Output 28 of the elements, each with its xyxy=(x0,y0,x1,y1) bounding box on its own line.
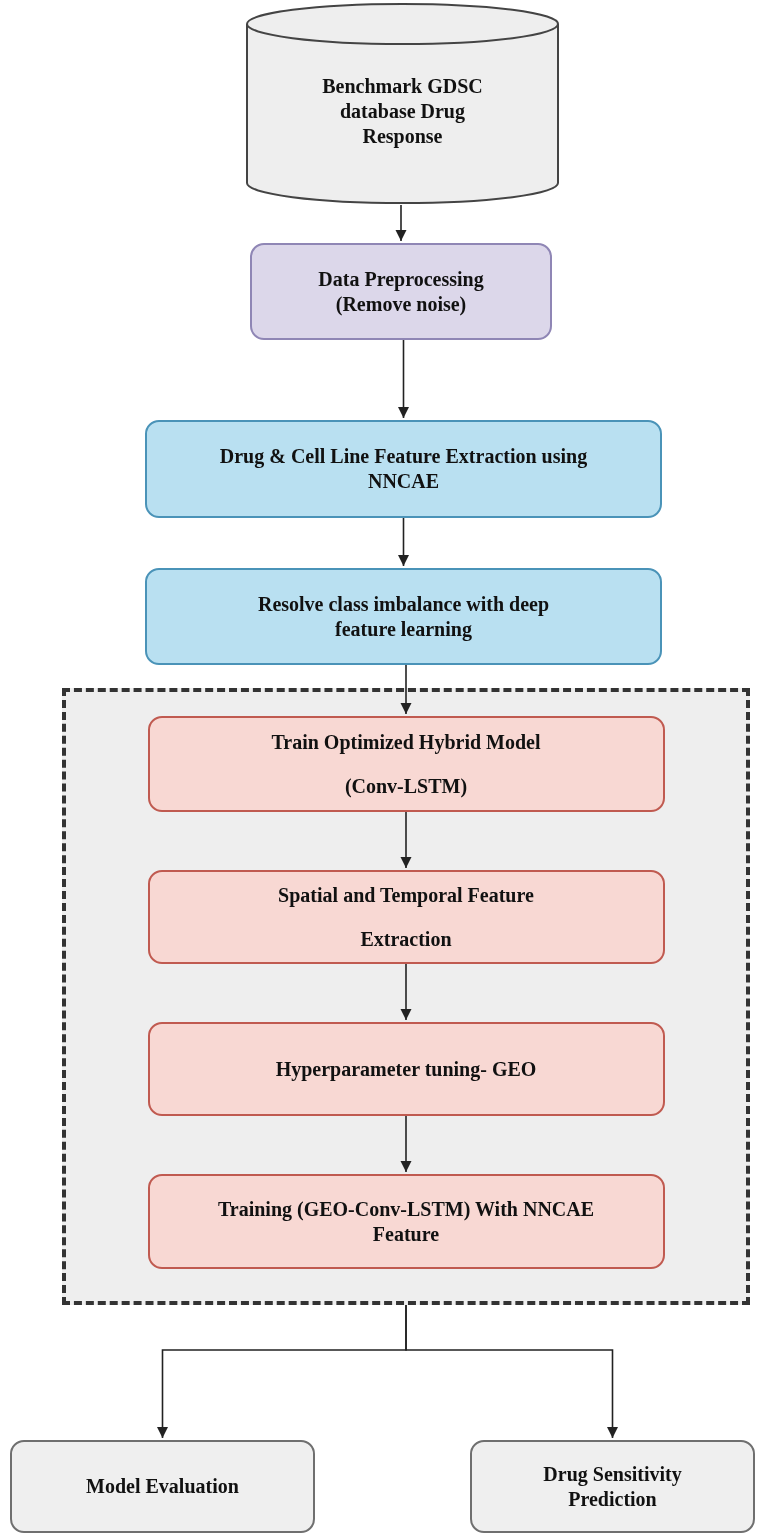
arrow xyxy=(405,1304,619,1439)
node-label: Data Preprocessing (Remove noise) xyxy=(317,266,485,317)
arrow xyxy=(395,204,407,242)
process-box xyxy=(145,420,662,518)
node-label: Spatial and Temporal Feature Extraction xyxy=(277,883,535,952)
process-box xyxy=(470,1440,755,1533)
process-box xyxy=(147,1022,665,1116)
dashed-group-box xyxy=(62,688,750,1305)
arrow xyxy=(397,517,410,567)
arrow xyxy=(400,664,412,715)
node-label: Train Optimized Hybrid Model (Conv-LSTM) xyxy=(270,730,542,800)
process-box xyxy=(147,1174,665,1269)
process-box xyxy=(145,568,662,665)
node-label: Drug Sensitivity Prediction xyxy=(542,1461,683,1512)
node-label: Resolve class imbalance with deep feature learning xyxy=(256,591,551,642)
arrow xyxy=(397,339,410,419)
node-label: Drug & Cell Line Feature Extraction using NNCAE xyxy=(218,444,589,494)
process-box xyxy=(147,870,665,964)
process-box xyxy=(250,243,552,340)
process-box xyxy=(10,1440,315,1533)
node-label: Benchmark GDSC database Drug Response xyxy=(321,74,484,149)
node-label: Training (GEO-Conv-LSTM) With NNCAE Feature xyxy=(216,1196,596,1247)
arrow xyxy=(400,963,412,1021)
node-label: Hyperparameter tuning- GEO xyxy=(275,1056,537,1082)
process-box xyxy=(147,716,665,812)
arrow xyxy=(400,811,412,869)
arrow xyxy=(400,1115,412,1173)
node-label: Model Evaluation xyxy=(86,1474,239,1499)
